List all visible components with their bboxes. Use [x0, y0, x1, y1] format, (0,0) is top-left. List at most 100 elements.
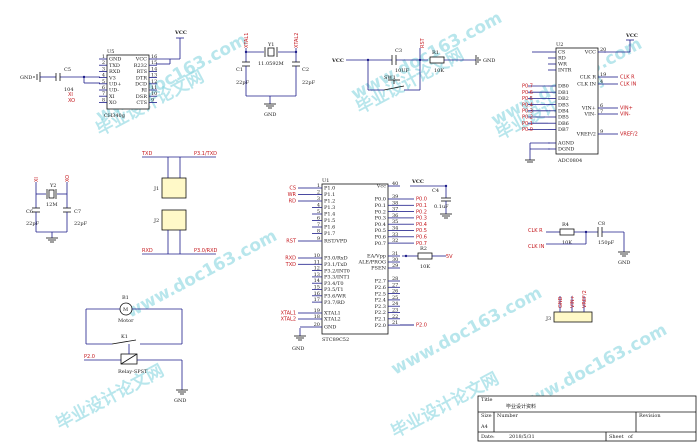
b1-ref: B1 — [122, 295, 129, 301]
c7-ref: C7 — [74, 209, 81, 215]
gnd-label: GND — [174, 398, 186, 404]
gnd-label: GND — [618, 260, 630, 266]
u2-net-label: CLK R — [620, 75, 635, 81]
u1-pin-number: 27 — [392, 282, 398, 288]
u1-pin-number: 5 — [317, 209, 320, 215]
title-block: Title 毕业设计资料 Size A4 Number Revision Dat… — [477, 395, 697, 442]
r4-ref: R4 — [562, 222, 569, 228]
u2-net-label: P0.6 — [522, 90, 533, 96]
u1-pin-number: 22 — [392, 314, 398, 320]
net-clk-r: CLK R — [528, 228, 543, 234]
u5-pin-number: 2 — [102, 60, 105, 66]
u1-pin-name: P1.1 — [324, 192, 335, 198]
j3-ref: J3 — [545, 316, 551, 322]
u1-net-label: P0.5 — [416, 228, 427, 234]
gnd-label: GND — [264, 112, 276, 118]
u2-net-label: P0.0 — [522, 127, 533, 133]
date-label: Date: — [481, 434, 495, 440]
net-p30-rxd: P3.0/RXD — [194, 248, 218, 254]
u1-pin-name: P1.2 — [324, 199, 335, 205]
net-vref-2: VREF/2 — [582, 290, 588, 308]
u2-net-label: CLK IN — [620, 82, 637, 88]
c2-value: 22pF — [302, 80, 316, 86]
y1-crystal — [267, 47, 275, 57]
watermark-cn: 毕业设计论文网 — [52, 360, 167, 434]
u5-pin-name: GND — [109, 57, 121, 63]
u1-pin-name: P0.2 — [375, 209, 386, 215]
u1-pin-number: 4 — [317, 203, 320, 209]
gnd-label: GND — [483, 58, 495, 64]
u2-net-label: P0.1 — [522, 121, 533, 127]
u2-pin-number: 19 — [600, 72, 606, 78]
title-label: Title — [481, 397, 493, 403]
u1-pin-number: 28 — [392, 276, 398, 282]
jumper-block: TXD P3.1/TXD J1 J2 RXD P3.0/RXD — [141, 151, 218, 255]
u5-pin-name: UD+ — [109, 82, 121, 88]
vcc-label: VCC — [174, 30, 187, 36]
motor-relay-block: M B1 Motor K1 Relay-SPST P2.0 GND — [84, 295, 188, 404]
y2-crystal — [48, 189, 55, 199]
clock-rc-block: CLK R R4 10K C8 150pF GND CLK IN — [528, 221, 630, 266]
u1-net-label: P0.7 — [416, 241, 427, 247]
u1-net-label: WR — [288, 192, 297, 198]
r1-resistor — [429, 56, 445, 64]
u2-pin-name: VCC — [584, 50, 596, 56]
k1-ref: K1 — [121, 334, 128, 340]
y2-value: 12M — [46, 202, 57, 208]
net-xo: XO — [68, 98, 75, 104]
u1-pin-name: P0.0 — [375, 197, 386, 203]
u1-pin-name: P3.7/RD — [324, 300, 345, 306]
u5-ch340g-block: U5 CH340g GND1TXD2RXD3V34UD+5UD-6XI7XO8 … — [20, 30, 187, 119]
net-p20: P2.0 — [84, 354, 95, 360]
u1-pin-number: 17 — [314, 297, 320, 303]
c4-ref: C4 — [432, 188, 439, 194]
u2-part: ADC0804 — [557, 158, 582, 164]
j1-jumper — [161, 177, 187, 199]
u1-net-label: P0.0 — [416, 197, 427, 203]
vcc-label: VCC — [331, 58, 344, 64]
u1-pin-number: 1 — [317, 183, 320, 189]
j2-ref: J2 — [153, 218, 159, 224]
net-xi: XI — [34, 177, 40, 182]
u1-pin-number: 33 — [392, 232, 398, 238]
c1-value: 22pF — [236, 80, 250, 86]
u1-pin-name: Vcc — [376, 184, 386, 190]
u5-pin-name: DCD — [135, 82, 147, 88]
u2-pin-name: VIN+ — [581, 106, 596, 112]
c5-ref: C5 — [64, 67, 71, 73]
u1-pin-name: P2.5 — [375, 291, 386, 297]
u1-net-label: CS — [289, 186, 296, 192]
u1-pin-number: 9 — [317, 236, 320, 242]
u5-pin-name: RTS — [137, 69, 148, 75]
u5-pin-name: UD- — [109, 88, 119, 94]
c3-ref: C3 — [395, 48, 402, 54]
net-rst: RST — [420, 37, 426, 48]
u2-net-label: P0.7 — [522, 84, 533, 90]
u2-pin-name: VREF/2 — [576, 132, 596, 138]
u1-pin-name: P2.4 — [375, 298, 386, 304]
u2-ref: U2 — [556, 42, 563, 48]
u1-pin-number: 26 — [392, 289, 398, 295]
u1-pin-number: 19 — [314, 308, 320, 314]
u2-pin-name: VIN- — [583, 112, 596, 118]
u1-pin-name: P1.0 — [324, 186, 335, 192]
c8-ref: C8 — [598, 221, 605, 227]
u1-pin-number: 12 — [314, 266, 320, 272]
u5-pin-number: 8 — [102, 97, 105, 103]
r1-value: 10K — [434, 68, 444, 74]
date-value: 2018/5/31 — [509, 434, 535, 440]
u1-pin-name: PSEN — [371, 266, 386, 272]
c2-ref: C2 — [302, 67, 309, 73]
u1-net-label: P0.3 — [416, 216, 427, 222]
net-vin-plus: VIN+ — [570, 295, 576, 308]
u1-net-label: P0.2 — [416, 209, 427, 215]
net-rxd: RXD — [142, 248, 153, 254]
u1-pin-number: 37 — [392, 207, 398, 213]
u1-right-nets: P0.0P0.1P0.2P0.3P0.4P0.5P0.6P0.7P2.0 — [400, 197, 427, 329]
u2-pin-name: DB3 — [558, 102, 569, 108]
vcc-label: VCC — [625, 33, 638, 39]
j2-jumper — [161, 209, 187, 231]
j1-ref: J1 — [153, 186, 159, 192]
